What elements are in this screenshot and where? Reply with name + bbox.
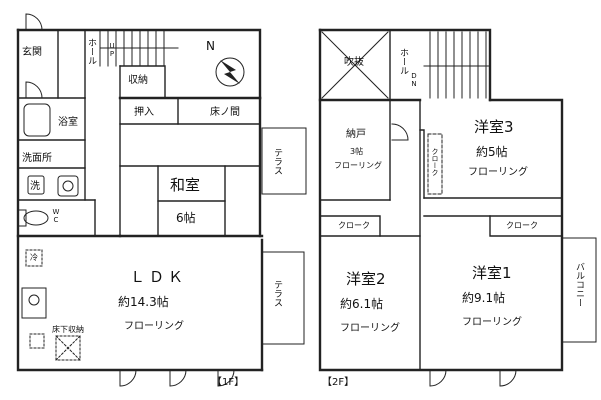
- ldk-name: ＬＤＫ: [130, 268, 188, 286]
- compass-arrow-icon: [215, 57, 245, 87]
- genkan-label: 玄関: [22, 47, 42, 58]
- yoshitsu3-name: 洋室3: [474, 118, 514, 136]
- floor2-tag: 【2F】: [322, 377, 355, 388]
- nando-name: 納戸: [346, 129, 366, 140]
- ldk-floor: フローリング: [124, 321, 184, 332]
- floor1-tag: 【1F】: [212, 377, 245, 388]
- balcony-label: バルコニー: [574, 262, 584, 307]
- nando-size: 3帖: [350, 147, 364, 156]
- floor2-walls: [318, 28, 564, 372]
- floor2-closets: [427, 133, 443, 195]
- washer-label: 洗: [30, 181, 40, 192]
- closet1-label: クローク: [506, 221, 538, 230]
- floor1-inner-walls: [17, 29, 261, 237]
- fridge-label: 冷: [30, 253, 38, 262]
- washitsu-size: 6帖: [176, 211, 196, 225]
- compass: N: [206, 39, 252, 92]
- oshiire-label: 押入: [134, 107, 154, 118]
- yoshitsu2-floor: フローリング: [340, 323, 400, 334]
- floor2-fukinuke: [321, 31, 389, 99]
- wc-label: WC: [52, 208, 60, 224]
- bath-label: 浴室: [58, 117, 78, 128]
- nando-floor: フローリング: [334, 161, 382, 170]
- storage-label: 収納: [128, 75, 148, 86]
- fukinuke-label: 吹抜: [344, 57, 364, 68]
- compass-north-label: N: [206, 39, 215, 53]
- terrace-top-label: テラス: [272, 148, 282, 175]
- yoshitsu3-floor: フローリング: [468, 167, 528, 178]
- terrace-bottom-label: テラス: [272, 280, 282, 307]
- closet3-label: クローク: [431, 148, 439, 176]
- stairs-dn-label: DN: [410, 72, 418, 88]
- underfloor-label: 床下収納: [52, 325, 84, 334]
- stairs-up-label: UP: [108, 42, 116, 58]
- yoshitsu1-name: 洋室1: [472, 264, 512, 282]
- yoshitsu1-size: 約9.1帖: [462, 291, 506, 305]
- yoshitsu2-size: 約6.1帖: [340, 297, 384, 311]
- floor1-stairs: [99, 29, 179, 67]
- yoshitsu2-name: 洋室2: [346, 270, 386, 288]
- floor1-walls: [16, 28, 264, 372]
- floor1-terraces: [261, 127, 307, 345]
- yoshitsu3-size: 約5帖: [476, 145, 508, 159]
- floor2-stairs: [423, 31, 491, 99]
- floor2-inner-walls: [319, 29, 563, 371]
- closet2-label: クローク: [338, 221, 370, 230]
- yoshitsu1-floor: フローリング: [462, 317, 522, 328]
- ldk-size: 約14.3帖: [118, 295, 169, 309]
- washroom-label: 洗面所: [22, 153, 52, 164]
- tokonoma-label: 床ノ間: [210, 107, 240, 118]
- floor2-balcony: [561, 237, 597, 343]
- hall-1f-label: ホール: [86, 38, 96, 65]
- washitsu-name: 和室: [170, 176, 201, 194]
- hall-2f-label: ホール: [398, 48, 408, 75]
